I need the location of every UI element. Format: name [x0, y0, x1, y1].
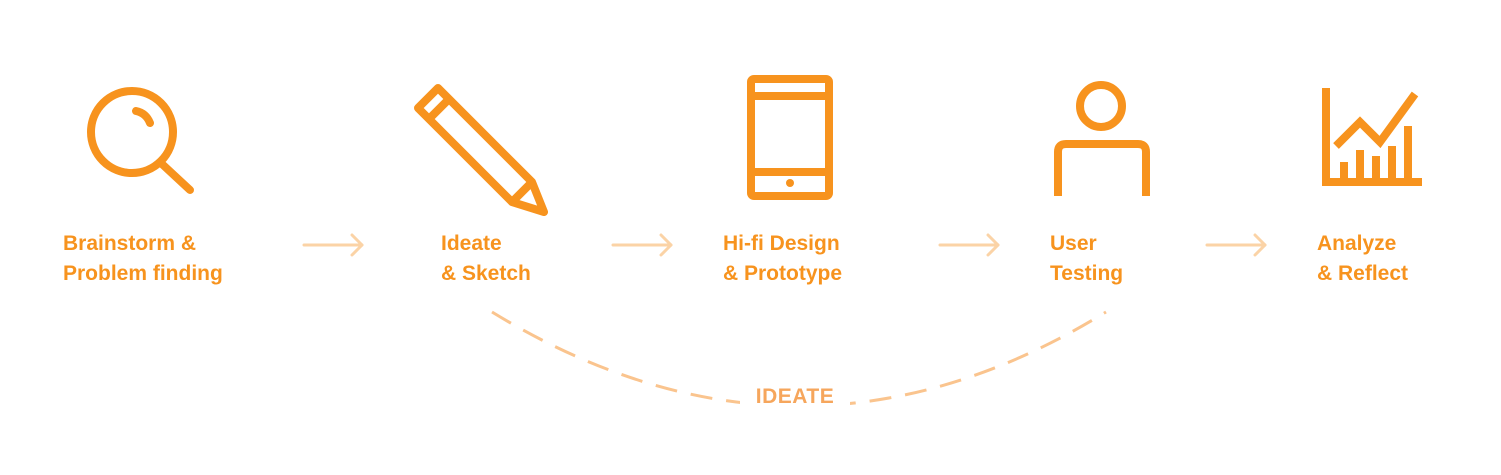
arrow-1	[302, 233, 364, 257]
step-label-line2: Testing	[1050, 262, 1124, 285]
step-label-line2: & Sketch	[441, 262, 531, 285]
step-label-line2: & Reflect	[1317, 262, 1409, 285]
step-label-line1: Ideate	[441, 232, 502, 255]
step-label-line1: User	[1050, 232, 1097, 255]
step-label-brainstorm: Brainstorm & Problem finding	[63, 229, 223, 289]
step-label-hifi-design: Hi-fi Design & Prototype	[723, 229, 842, 289]
loop-label: IDEATE	[740, 382, 850, 412]
step-label-line2: Problem finding	[63, 262, 223, 285]
step-label-line1: Hi-fi Design	[723, 232, 840, 255]
tablet-icon	[747, 75, 833, 200]
step-label-line1: Brainstorm &	[63, 232, 197, 255]
user-icon	[1054, 81, 1150, 196]
step-label-analyze: Analyze & Reflect	[1317, 229, 1408, 289]
step-label-line1: Analyze	[1317, 232, 1397, 255]
growth-chart-icon	[1322, 88, 1422, 186]
pencil-icon	[414, 84, 548, 216]
step-label-line2: & Prototype	[723, 262, 843, 285]
step-label-ideate: Ideate & Sketch	[441, 229, 531, 289]
step-label-user-testing: User Testing	[1050, 229, 1123, 289]
magnifier-icon	[87, 87, 194, 194]
arrow-4	[1205, 233, 1267, 257]
arrow-3	[938, 233, 1000, 257]
arrow-2	[611, 233, 673, 257]
